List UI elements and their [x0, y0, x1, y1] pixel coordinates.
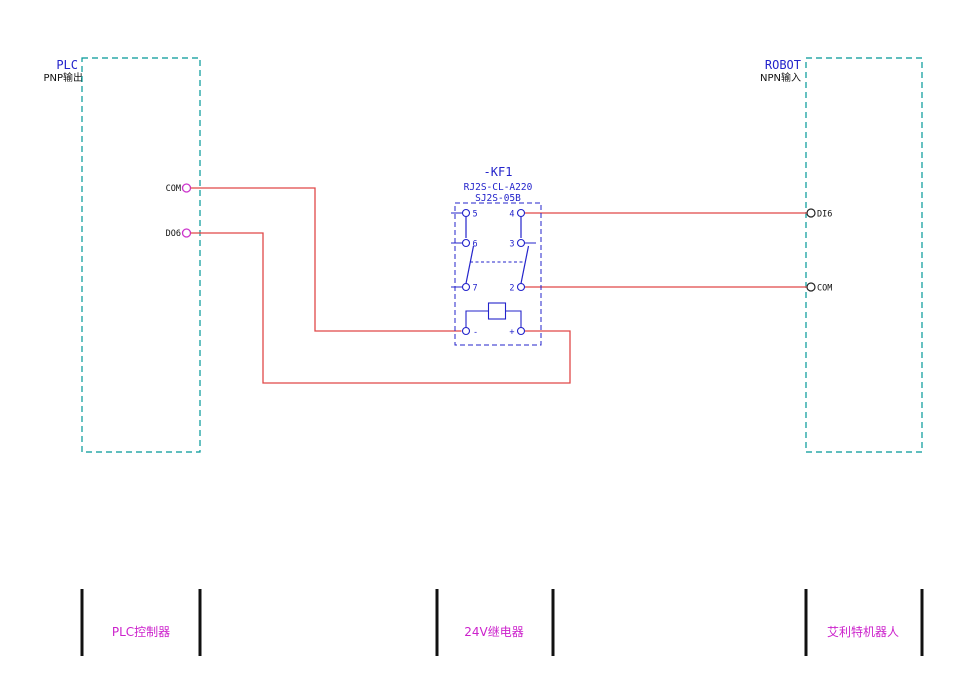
pin5-terminal — [461, 208, 471, 218]
pin6-label: 6 — [473, 240, 478, 250]
relay-pin-labels: 5 6 7 4 3 2 - + — [473, 210, 515, 338]
relay-kf1: -KF1 RJ2S-CL-A220 SJ2S-05B — [451, 165, 542, 346]
section-bar — [804, 589, 808, 656]
pin2-terminal — [516, 282, 526, 292]
contact-right-arm — [520, 245, 530, 284]
footer-section-bars — [80, 589, 924, 656]
coil-lead-right — [505, 310, 522, 328]
relay-designator: -KF1 — [484, 165, 513, 179]
relay-contacts — [465, 216, 530, 284]
pin7-label: 7 — [473, 284, 478, 294]
section-bar — [80, 589, 84, 656]
robot-terminal-di6 — [806, 208, 816, 218]
robot-device: ROBOT NPN输入 DI6 COM — [760, 57, 923, 453]
plc-device: PLC PNP输出 COM DO6 — [43, 57, 201, 453]
plc-terminal-do6-label: DO6 — [166, 229, 181, 239]
plc-terminal-com — [181, 183, 192, 193]
pin4-terminal — [516, 208, 526, 218]
robot-terminal-com-label: COM — [817, 284, 832, 294]
plc-terminal-com-label: COM — [166, 184, 181, 194]
plc-title: PLC — [56, 58, 78, 72]
relay-boundary-box — [454, 202, 542, 346]
robot-terminal-com — [806, 282, 816, 292]
coil-minus-label: - — [473, 328, 478, 338]
section-bar — [198, 589, 202, 656]
coil-lead-left — [465, 310, 489, 328]
section-bar — [920, 589, 924, 656]
robot-subtitle: NPN输入 — [760, 71, 801, 84]
pin3-label: 3 — [509, 240, 514, 250]
coil-minus-terminal — [461, 326, 471, 336]
contact-left-arm — [465, 245, 475, 284]
plc-terminal-do6 — [181, 228, 192, 238]
plc-subtitle: PNP输出 — [43, 71, 83, 84]
relay-model-line2: SJ2S-05B — [475, 193, 521, 204]
section-bar — [551, 589, 555, 656]
footer-label-robot: 艾利特机器人 — [827, 624, 899, 639]
relay-coil — [465, 302, 522, 328]
robot-title: ROBOT — [765, 58, 801, 72]
relay-pin-stubs — [451, 212, 536, 288]
coil-plus-terminal — [516, 326, 526, 336]
pin2-label: 2 — [509, 284, 514, 294]
robot-terminal-di6-label: DI6 — [817, 210, 832, 220]
pin4-label: 4 — [509, 210, 514, 220]
pin3-terminal — [516, 238, 526, 248]
footer-label-relay: 24V继电器 — [464, 625, 523, 639]
pin7-terminal — [461, 282, 471, 292]
wire-plc-com-to-coil-minus — [190, 187, 462, 332]
plc-boundary-box — [81, 57, 201, 453]
footer-section-labels: PLC控制器 24V继电器 艾利特机器人 — [112, 624, 899, 639]
wire-plc-do6-to-coil-plus — [190, 232, 571, 384]
footer-label-plc: PLC控制器 — [112, 625, 170, 639]
robot-boundary-box — [805, 57, 923, 453]
relay-pin-terminals — [461, 208, 526, 336]
pin5-label: 5 — [473, 210, 478, 220]
section-bar — [435, 589, 439, 656]
wires — [190, 187, 807, 384]
coil-plus-label: + — [509, 328, 514, 338]
coil-symbol — [487, 302, 507, 320]
relay-model-line1: RJ2S-CL-A220 — [464, 182, 533, 193]
footer-sections: PLC控制器 24V继电器 艾利特机器人 — [80, 589, 924, 656]
pin6-terminal — [461, 238, 471, 248]
